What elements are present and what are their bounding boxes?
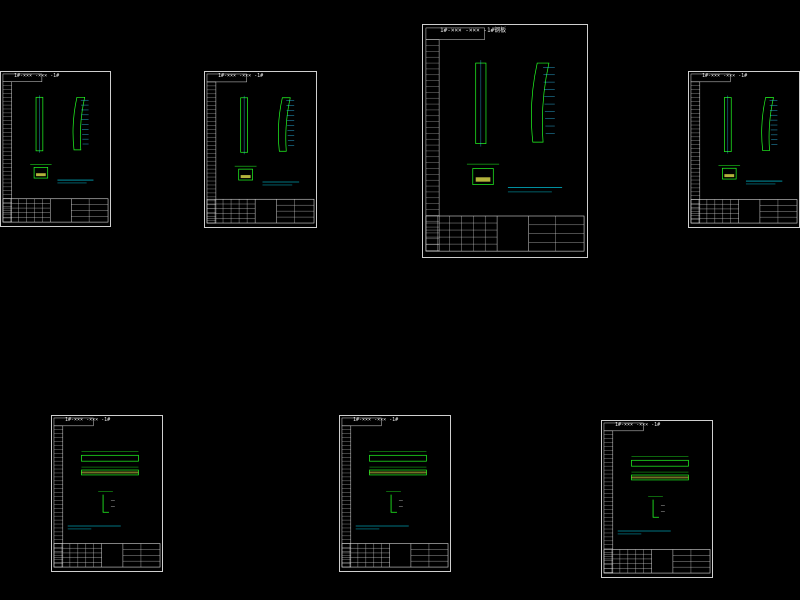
section-detail (33, 167, 49, 179)
sheet-drawing (206, 73, 315, 224)
sheet-drawing (425, 27, 585, 252)
beam-top-view (81, 454, 139, 462)
sheet-header: 1#-××× -××× -1# (14, 73, 60, 79)
header-box (2, 73, 43, 82)
section-fill (724, 174, 735, 178)
left-strip (425, 39, 440, 252)
sheet-drawing (603, 422, 711, 574)
sheet-header: 1#-××× -××× -1#钢板 (440, 27, 507, 34)
header-box (425, 27, 485, 40)
angle-section (390, 494, 397, 513)
curved-profile (278, 97, 291, 152)
beam-fill (631, 476, 689, 479)
sheet-drawing (2, 73, 109, 223)
section-detail (238, 168, 253, 181)
beam-side-view (369, 469, 427, 476)
header-box (603, 422, 644, 432)
angle-section (102, 494, 109, 513)
header-box (341, 417, 382, 427)
beam-side-view (81, 469, 139, 476)
drawing-sheet-7[interactable]: 1#-××× -××× -1# (601, 420, 713, 578)
beam-side-view (631, 474, 689, 481)
sheet-header: 1#-××× -××× -1# (353, 417, 399, 423)
beam-fill (81, 471, 139, 474)
sheet-header: 1#-××× -××× -1# (218, 73, 264, 79)
curved-profile (761, 97, 774, 151)
sheet-header: 1#-××× -××× -1# (65, 417, 111, 423)
drawing-sheet-2[interactable]: 1#-××× -××× -1# (204, 71, 317, 228)
curved-profile (72, 96, 86, 151)
sheet-header: 1#-××× -××× -1# (615, 422, 661, 428)
sheet-header: 1#-××× -××× -1# (702, 73, 748, 79)
section-fill (36, 173, 46, 177)
sheet-drawing (690, 73, 798, 224)
drawing-sheet-4[interactable]: 1#-××× -××× -1# (688, 71, 800, 228)
section-detail (472, 168, 494, 185)
drawing-sheet-1[interactable]: 1#-××× -××× -1# (0, 71, 111, 227)
left-strip (603, 430, 614, 574)
beam-fill (369, 471, 427, 474)
header-box (53, 417, 94, 427)
sheet-drawing (341, 417, 449, 568)
drawing-sheet-6[interactable]: 1#-××× -××× -1# (339, 415, 451, 572)
sheet-drawing (53, 417, 161, 568)
drawing-sheet-3[interactable]: 1#-××× -××× -1#钢板 (422, 24, 588, 258)
section-detail (722, 167, 737, 180)
beam-top-view (369, 454, 427, 462)
angle-section (652, 499, 659, 518)
header-box (206, 73, 247, 83)
section-fill (240, 175, 251, 179)
beam-top-view (631, 459, 689, 467)
curved-profile (531, 62, 550, 143)
drawing-sheet-5[interactable]: 1#-××× -××× -1# (51, 415, 163, 572)
left-strip (206, 81, 217, 224)
section-fill (475, 177, 491, 182)
header-box (690, 73, 731, 83)
